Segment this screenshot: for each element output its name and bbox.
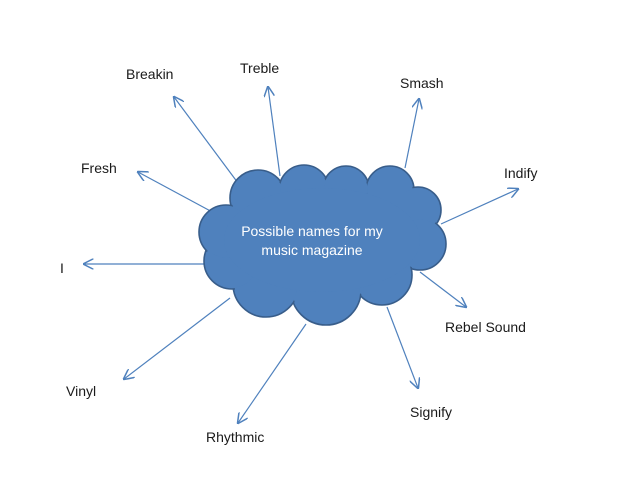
center-line-1: Possible names for my [241, 223, 383, 239]
arrow-smash [404, 99, 419, 169]
cloud-fill [200, 166, 445, 324]
name-rhythmic: Rhythmic [206, 429, 265, 445]
arrow-fresh [138, 172, 217, 215]
arrows [84, 87, 518, 423]
arrow-breakin [174, 97, 239, 184]
name-rebel-sound: Rebel Sound [445, 319, 526, 335]
name-smash: Smash [400, 75, 444, 91]
name-breakin: Breakin [126, 66, 174, 82]
name-vinyl: Vinyl [66, 383, 97, 399]
arrow-vinyl [124, 297, 231, 379]
name-i: I [60, 260, 64, 276]
name-treble: Treble [240, 60, 280, 76]
arrow-signify [386, 306, 418, 388]
arrow-treble [268, 87, 281, 177]
cloud-center-text: Possible names for my music magazine [222, 222, 402, 260]
name-signify: Signify [410, 404, 453, 420]
arrow-indify [440, 189, 518, 225]
arrow-rhythmic [238, 323, 307, 423]
center-line-2: music magazine [261, 242, 363, 258]
name-fresh: Fresh [81, 160, 117, 176]
name-indify: Indify [504, 165, 538, 181]
arrow-rebel-sound [419, 271, 466, 307]
